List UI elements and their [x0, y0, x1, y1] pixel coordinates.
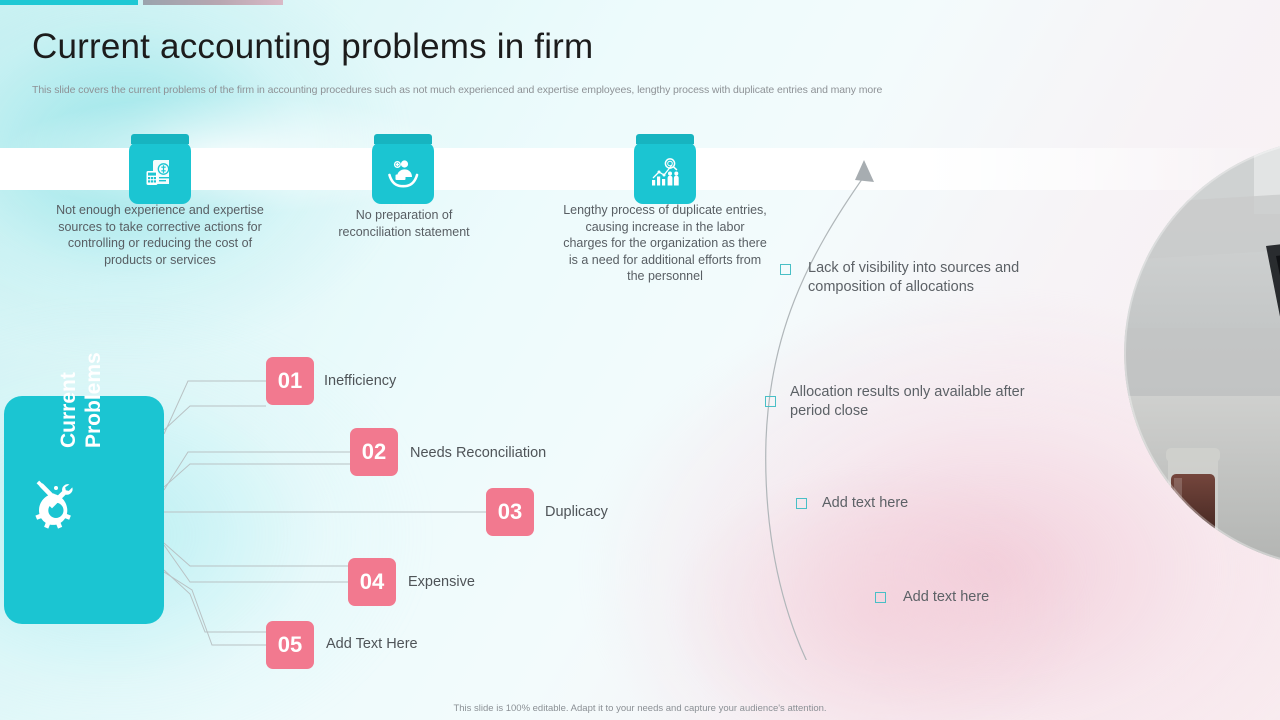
curved-arrow	[765, 160, 874, 660]
number-label-03: Duplicacy	[545, 504, 608, 520]
number-box-04[interactable]: 04	[348, 558, 396, 606]
number-label-04: Expensive	[408, 574, 475, 590]
right-item-text-1: Lack of visibility into sources and comp…	[808, 260, 1020, 295]
current-problems-panel[interactable]	[4, 396, 164, 624]
top-card-caption-2: No preparation of reconciliation stateme…	[338, 208, 470, 239]
page-title: Current accounting problems in firm	[32, 27, 594, 66]
number-label-05: Add Text Here	[326, 636, 418, 652]
current-problems-label: Current Problems	[57, 352, 105, 448]
square-bullet-icon-4	[875, 592, 886, 603]
number-label-02: Needs Reconciliation	[410, 445, 547, 461]
top-card-icon-1[interactable]	[129, 134, 191, 204]
top-card-caption-1: Not enough experience and expertise sour…	[56, 203, 264, 267]
topbar-accent-teal	[0, 0, 138, 5]
hands-holding-person-icon	[388, 160, 419, 188]
top-card-caption-3: Lengthy process of duplicate entries, ca…	[563, 203, 767, 283]
laptop-photo: Incredible wa revenue while REVENUE	[1124, 138, 1280, 568]
top-card-icon-2[interactable]	[372, 134, 434, 204]
number-box-01[interactable]: 01	[266, 357, 314, 405]
background-pink-blob-secondary	[600, 420, 1160, 720]
growth-chart-people-icon	[652, 158, 679, 186]
square-bullet-icon-2	[765, 396, 776, 407]
card-tab	[374, 134, 432, 144]
square-bullet-icon-3	[796, 498, 807, 509]
number-box-05[interactable]: 05	[266, 621, 314, 669]
gear-tools-icon	[35, 480, 73, 529]
card-tab	[636, 134, 694, 144]
right-item-text-3: Add text here	[822, 495, 909, 511]
right-item-text-4: Add text here	[903, 589, 990, 605]
square-bullet-icon-1	[780, 264, 791, 275]
number-label-01: Inefficiency	[324, 373, 397, 389]
document-calculator-icon	[146, 160, 170, 185]
number-box-02[interactable]: 02	[350, 428, 398, 476]
laptop-photo-circle: Incredible wa revenue while REVENUE	[1124, 138, 1280, 568]
card-tab	[131, 134, 189, 144]
number-box-03[interactable]: 03	[486, 488, 534, 536]
slide-footer-note: This slide is 100% editable. Adapt it to…	[453, 703, 827, 714]
topbar-accent-gray	[143, 0, 283, 5]
right-item-text-2: Allocation results only available after …	[790, 384, 1025, 419]
page-subtitle: This slide covers the current problems o…	[32, 84, 883, 96]
top-card-icon-3[interactable]	[634, 134, 696, 204]
